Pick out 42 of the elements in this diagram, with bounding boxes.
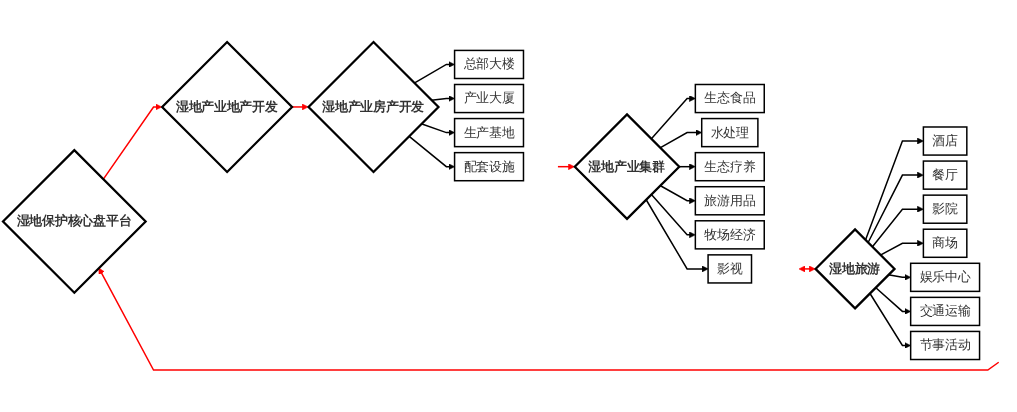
node-diamond: 湿地产业地产开发 [160, 40, 294, 174]
arrow [98, 267, 1000, 371]
arrow [102, 103, 163, 181]
arrow [678, 163, 696, 170]
arrow [557, 163, 575, 170]
arrow [650, 193, 696, 239]
arrow [869, 292, 911, 349]
node-box: 牧场经济 [694, 220, 765, 250]
arrow [645, 198, 709, 273]
arrow [867, 171, 924, 244]
arrow [659, 184, 696, 205]
node-box: 节事活动 [909, 330, 981, 361]
arrow [413, 61, 455, 84]
arrow [798, 265, 816, 273]
node-box: 产业大厦 [453, 83, 525, 114]
arrow [408, 135, 455, 170]
node-box: 配套设施 [453, 151, 525, 182]
node-box: 餐厅 [922, 160, 968, 190]
node-diamond: 湿地产业房产开发 [306, 40, 441, 174]
node-box: 影视 [707, 254, 753, 284]
arrow [864, 137, 924, 241]
node-box: 生产基地 [453, 117, 525, 148]
arrow [290, 103, 309, 111]
node-box: 生态食品 [694, 83, 765, 114]
arrow [874, 286, 911, 315]
node-box: 娱乐中心 [909, 262, 981, 293]
node-box: 总部大楼 [453, 49, 525, 80]
node-box: 水处理 [700, 117, 759, 148]
arrow [879, 239, 924, 256]
node-box: 商场 [922, 228, 968, 259]
arrow [650, 95, 696, 140]
node-box: 旅游用品 [694, 185, 765, 216]
arrow [659, 129, 702, 149]
node-box: 生态疗养 [694, 151, 765, 182]
node-diamond: 湿地旅游 [813, 227, 897, 310]
node-diamond: 湿地产业集群 [573, 112, 681, 221]
arrow [887, 274, 911, 281]
arrow [871, 205, 924, 248]
node-box: 交通运输 [909, 296, 981, 327]
node-diamond: 湿地保护核心盘平台 [1, 148, 148, 295]
node-box: 酒店 [922, 126, 968, 156]
node-box: 影院 [922, 194, 968, 224]
